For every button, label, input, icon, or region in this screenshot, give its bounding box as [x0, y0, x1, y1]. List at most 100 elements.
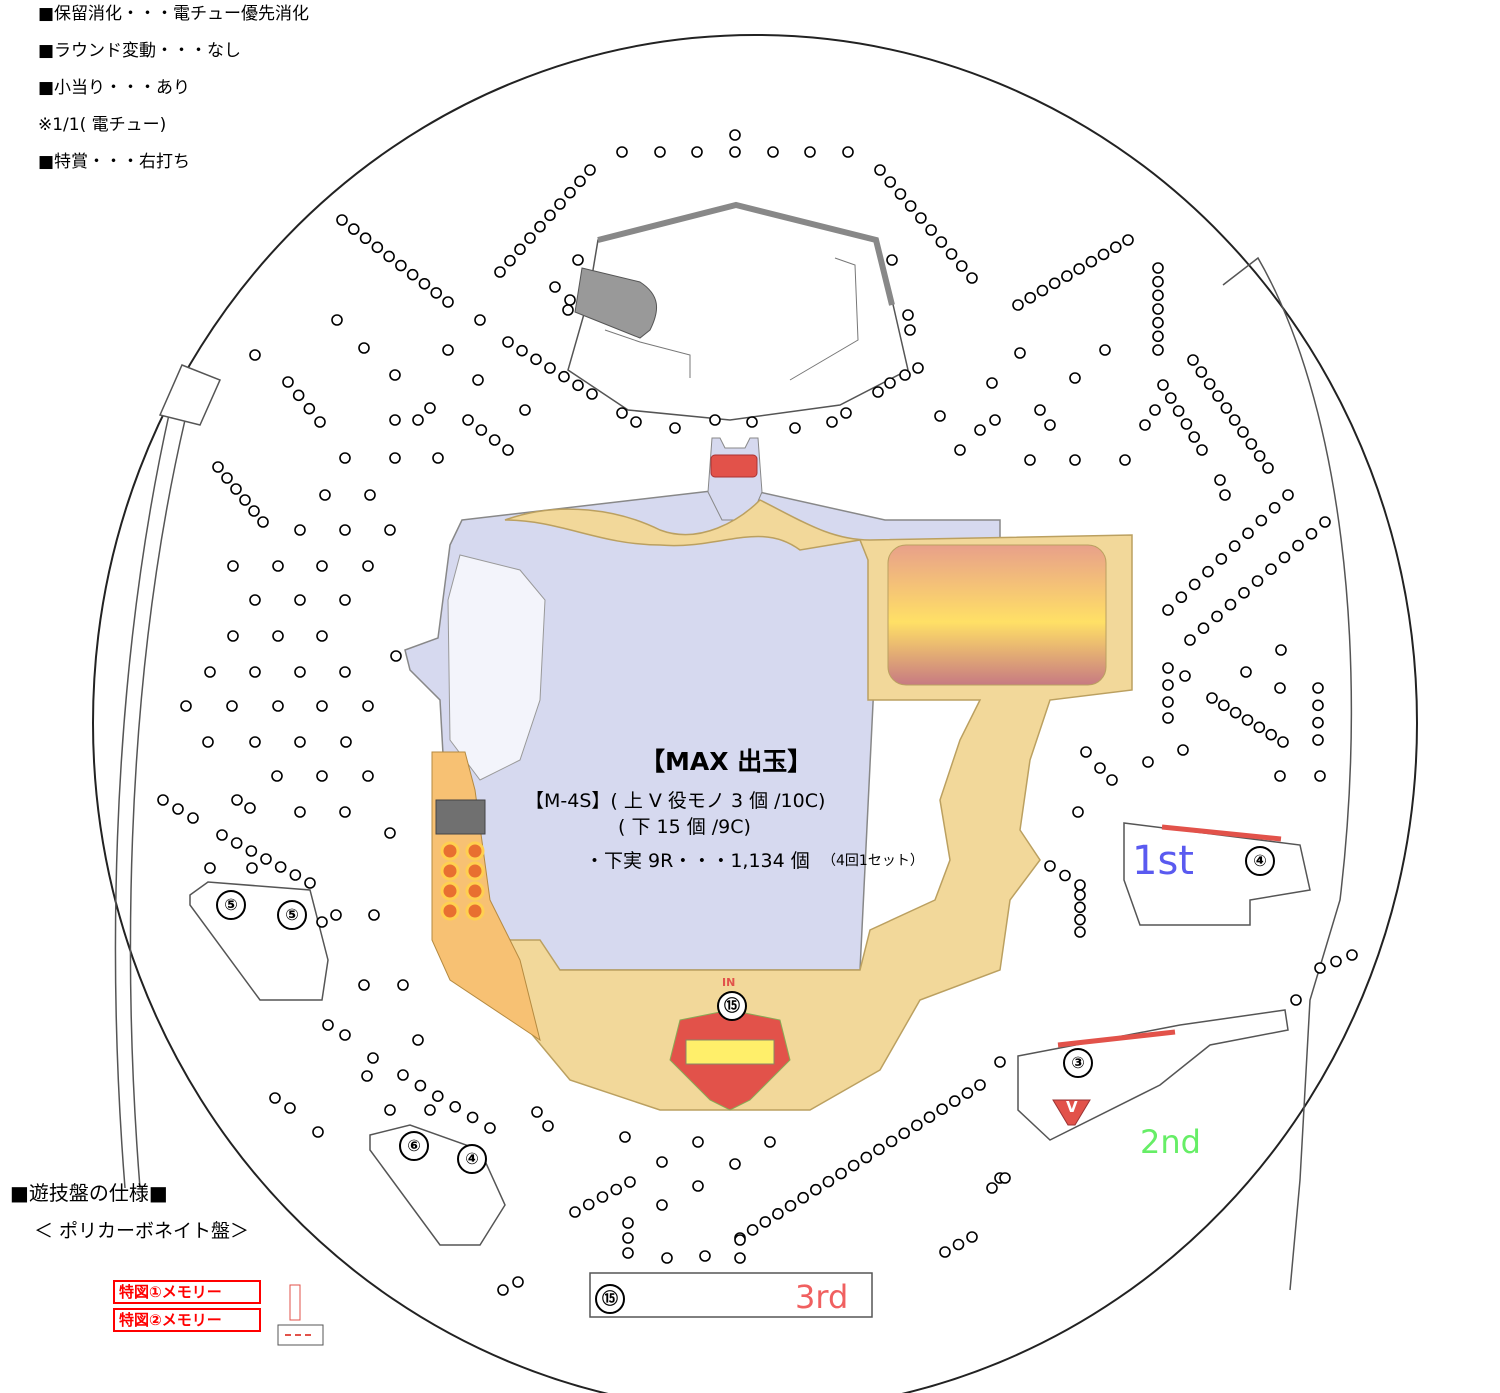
nail [797, 1191, 809, 1204]
nail [1162, 679, 1174, 691]
nail [884, 377, 896, 389]
nail [923, 1111, 936, 1124]
nail [1152, 330, 1164, 343]
nail [424, 1104, 436, 1116]
nail [835, 1167, 847, 1180]
nail [412, 414, 424, 426]
nail [1202, 565, 1214, 578]
nail [1274, 682, 1286, 694]
nail [915, 212, 927, 224]
nail [616, 146, 628, 158]
left-gray-block [435, 799, 486, 835]
nail [524, 232, 536, 244]
nail [544, 362, 556, 374]
nail [340, 736, 352, 748]
nail [1034, 404, 1046, 416]
nail [246, 862, 258, 874]
nail [494, 266, 506, 278]
nail [994, 1056, 1006, 1068]
nail [172, 803, 184, 815]
nail [734, 1234, 746, 1246]
nail [336, 214, 348, 226]
nail [272, 560, 284, 572]
nail [362, 770, 374, 782]
nail [1119, 454, 1131, 466]
nail [384, 827, 396, 839]
nail [1253, 721, 1266, 734]
nail [699, 1250, 711, 1262]
spec-subtitle: ＜ ポリカーボネイト盤＞ [34, 1220, 250, 1242]
pocket-6: ⑥ [399, 1131, 429, 1161]
nail [248, 505, 260, 517]
nail [1265, 563, 1277, 576]
bottom-yellow-slot [685, 1039, 775, 1065]
nail [904, 200, 917, 212]
nail [759, 1216, 772, 1228]
nail [230, 483, 242, 495]
nail [249, 349, 261, 361]
nail [622, 1217, 634, 1229]
nail [406, 268, 419, 281]
nail [1044, 419, 1056, 431]
nail [1122, 234, 1134, 246]
nail [316, 630, 328, 642]
nail [504, 254, 516, 267]
nail [1152, 289, 1164, 302]
nail [1282, 489, 1294, 501]
nail [502, 444, 514, 456]
nail [729, 1158, 741, 1170]
nail [497, 1284, 509, 1296]
nail [519, 404, 531, 416]
nail [1152, 344, 1164, 356]
nail [1097, 248, 1110, 261]
nail [1069, 372, 1081, 384]
nail [339, 666, 351, 678]
in-label: IN [722, 976, 736, 989]
board-outline [92, 34, 1418, 1393]
second-label: 2nd [1140, 1123, 1201, 1161]
nail [1072, 806, 1084, 818]
nail [271, 770, 283, 782]
nail [1012, 299, 1024, 311]
nail [939, 1246, 951, 1258]
nail [257, 516, 269, 528]
nail [572, 254, 584, 266]
nail [1188, 578, 1201, 591]
nail [347, 223, 360, 235]
nail [430, 287, 443, 299]
nail [661, 1252, 673, 1264]
nail [239, 494, 251, 506]
nail [873, 1143, 885, 1156]
nail [359, 232, 372, 245]
right-gradient-panel [887, 544, 1107, 686]
pocket-4-left: ④ [457, 1144, 487, 1174]
nail [1024, 291, 1037, 304]
nail [1152, 275, 1164, 288]
nail [1241, 714, 1254, 726]
nail [1184, 634, 1196, 646]
nail [1237, 426, 1249, 438]
nail [339, 1029, 351, 1041]
v-pocket [1052, 1099, 1091, 1126]
nail [216, 829, 228, 841]
nail [709, 414, 721, 426]
nail [902, 309, 914, 321]
nail [784, 1199, 797, 1212]
nail [1187, 354, 1199, 366]
nail [316, 770, 328, 782]
nail [1162, 712, 1174, 724]
nail [1229, 706, 1242, 719]
nail [574, 175, 586, 188]
nail [249, 594, 261, 606]
nail [564, 294, 576, 306]
nail [764, 1136, 776, 1148]
nail [330, 909, 342, 921]
nail [531, 1106, 543, 1118]
nail [746, 416, 758, 428]
nail [339, 806, 351, 818]
nail [544, 209, 556, 222]
nail [886, 254, 898, 266]
nail [1139, 419, 1151, 431]
nail [1074, 889, 1086, 901]
pocket-5b: ⑤ [277, 900, 307, 930]
